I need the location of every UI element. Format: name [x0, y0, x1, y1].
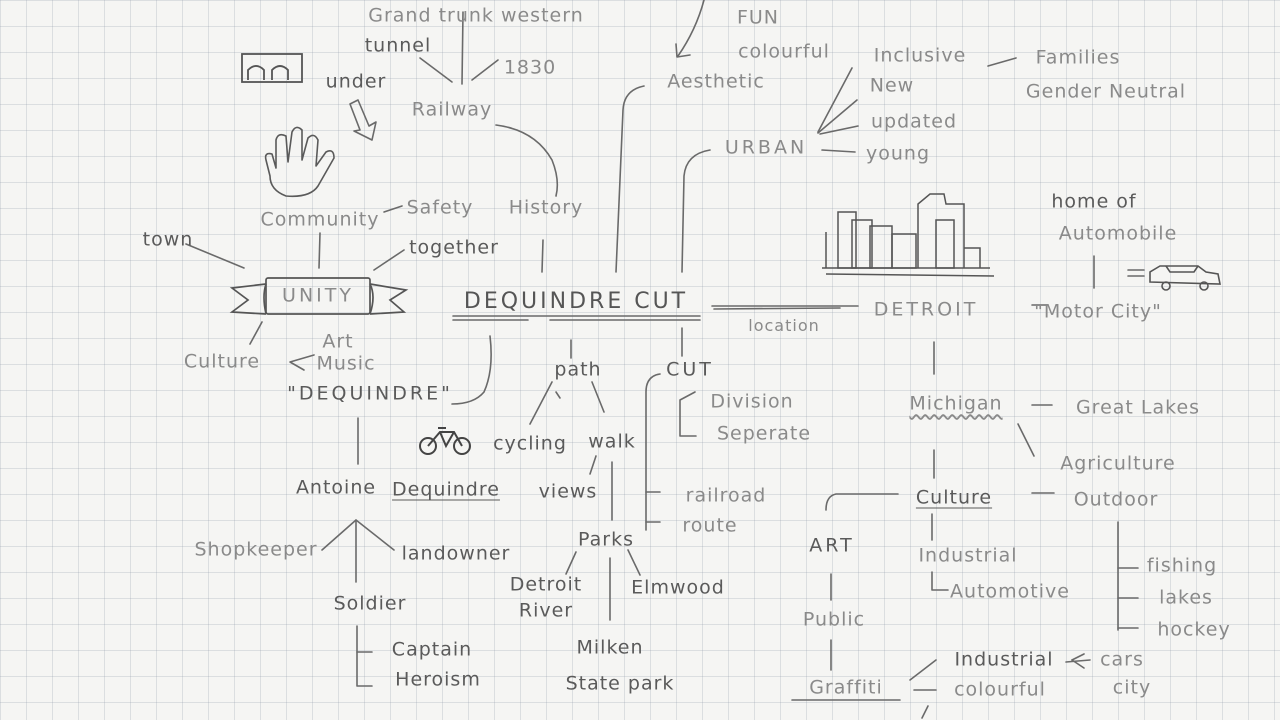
path-label: path: [554, 358, 602, 381]
colourful-bottom-label: colourful: [954, 678, 1046, 701]
industrial-bottom-label: Industrial: [954, 648, 1054, 671]
dequindre-surname-label: Dequindre: [392, 478, 500, 501]
community-label: Community: [260, 208, 380, 231]
state-park-label: State park: [565, 672, 675, 695]
inclusive-label: Inclusive: [873, 44, 967, 67]
home-of-label: home of: [1051, 190, 1137, 213]
tunnel-label: tunnel: [364, 34, 432, 57]
year-1830-label: 1830: [503, 56, 557, 79]
parks-label: Parks: [578, 528, 634, 551]
together-label: together: [409, 236, 499, 259]
unity-label: UNITY: [282, 284, 354, 307]
division-label: Division: [710, 390, 794, 413]
fun-label: FUN: [736, 6, 780, 29]
railway-label: Railway: [411, 98, 493, 121]
young-label: young: [865, 142, 931, 165]
art-left-label: Art: [322, 330, 354, 353]
industrial-right-label: Industrial: [918, 544, 1018, 567]
city-label: city: [1112, 676, 1152, 699]
antoine-label: Antoine: [295, 476, 377, 499]
milken-label: Milken: [576, 636, 644, 659]
dequindre-quote-label: "DEQUINDRE": [287, 382, 453, 405]
culture-left-label: Culture: [183, 350, 261, 373]
urban-label: URBAN: [724, 136, 808, 159]
graffiti-label: Graffiti: [809, 676, 883, 699]
agriculture-label: Agriculture: [1060, 452, 1176, 475]
route-label: route: [682, 514, 738, 537]
detroit-skyline-icon: [822, 193, 995, 277]
unity-banner-icon: [229, 277, 409, 315]
hockey-label: hockey: [1157, 618, 1231, 641]
michigan-label: Michigan: [909, 392, 1003, 415]
fishing-label: fishing: [1146, 554, 1218, 577]
walk-label: walk: [588, 430, 636, 453]
culture-right-label: Culture: [915, 486, 993, 509]
railroad-label: railroad: [685, 484, 767, 507]
town-label: town: [142, 228, 194, 251]
grand-trunk-western-label: Grand trunk western: [368, 4, 584, 27]
great-lakes-label: Great Lakes: [1075, 396, 1201, 419]
tunnel-sketch-icon: [241, 53, 303, 83]
lakes-label: lakes: [1159, 586, 1213, 609]
elmwood-label: Elmwood: [631, 576, 725, 599]
shopkeeper-label: Shopkeeper: [194, 538, 318, 561]
new-label: New: [869, 74, 915, 97]
cycling-label: cycling: [493, 432, 567, 455]
bicycle-icon: [419, 427, 471, 455]
art-right-label: ART: [809, 534, 855, 557]
updated-label: updated: [870, 110, 958, 133]
outdoor-label: Outdoor: [1073, 488, 1159, 511]
soldier-label: Soldier: [333, 592, 407, 615]
captain-label: Captain: [391, 638, 473, 661]
detroit-label: DETROIT: [873, 298, 979, 321]
automobile-label: Automobile: [1058, 222, 1178, 245]
seperate-label: Seperate: [716, 422, 812, 445]
under-label: under: [325, 70, 387, 93]
families-label: Families: [1035, 46, 1121, 69]
hand-icon: [264, 126, 335, 198]
motor-city-label: "Motor City": [1034, 300, 1162, 323]
heroism-label: Heroism: [395, 668, 481, 691]
public-label: Public: [802, 608, 866, 631]
aesthetic-label: Aesthetic: [667, 70, 765, 93]
safety-label: Safety: [406, 196, 474, 219]
colourful-top-label: colourful: [738, 40, 830, 63]
views-label: views: [538, 480, 598, 503]
location-label: location: [748, 316, 820, 335]
music-label: Music: [316, 352, 376, 375]
history-label: History: [508, 196, 584, 219]
landowner-label: landowner: [401, 542, 511, 565]
gender-neutral-label: Gender Neutral: [1025, 80, 1187, 103]
cars-label: cars: [1100, 648, 1144, 671]
detroit-river-label: Detroit River: [509, 573, 583, 621]
automotive-label: Automotive: [950, 580, 1070, 603]
center-dequindre-cut: DEQUINDRE CUT: [463, 289, 689, 314]
car-icon: [1149, 265, 1221, 291]
cut-label: CUT: [666, 358, 714, 381]
